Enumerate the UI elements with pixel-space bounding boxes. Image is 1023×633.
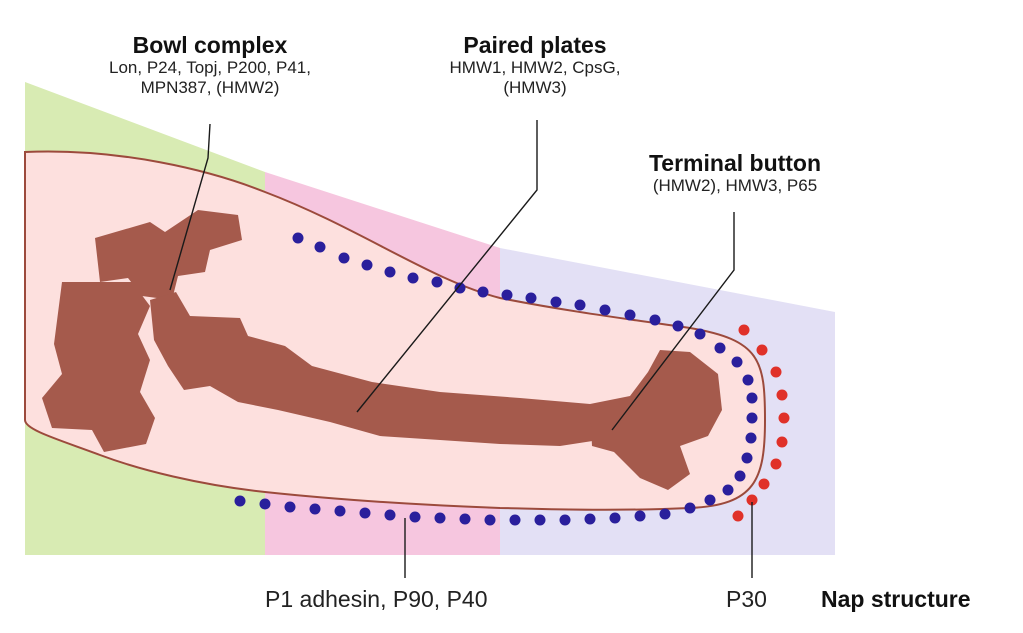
p1-adhesin-dot	[384, 266, 396, 278]
paired-plates-title: Paired plates	[463, 32, 607, 58]
p30-dot	[738, 324, 750, 336]
p1-adhesin-dot	[672, 320, 684, 332]
p1-adhesin-dot	[734, 470, 746, 482]
leader-bowl-complex	[169, 123, 211, 291]
p1-adhesin-dot	[624, 309, 636, 321]
p30-dot	[776, 389, 788, 401]
p1-adhesin-dot	[704, 494, 716, 506]
bowl-density-top	[95, 210, 242, 300]
p30-dots	[732, 324, 790, 522]
p1-adhesin-dot	[731, 356, 743, 368]
p1-adhesin-dot	[484, 514, 496, 526]
p1-adhesin-dot	[234, 495, 246, 507]
p1-adhesin-dot	[574, 299, 586, 311]
p1-adhesin-dot	[334, 505, 346, 517]
p1-adhesin-dot	[434, 512, 446, 524]
p30-dot	[746, 494, 758, 506]
bowl-complex-label: Bowl complex Lon, P24, Topj, P200, P41, …	[40, 32, 380, 98]
p30-dot	[770, 458, 782, 470]
p1-adhesin-dot	[746, 412, 758, 424]
electron-dense-core	[42, 210, 722, 490]
button-density-main	[590, 350, 722, 490]
p1-adhesin-dot	[649, 314, 661, 326]
p30-dot	[778, 412, 790, 424]
p1-adhesin-dot	[745, 432, 757, 444]
p1-adhesin-dot	[259, 498, 271, 510]
p30-dot	[732, 510, 744, 522]
bowl-complex-proteins-line1: Lon, P24, Topj, P200, P41,	[109, 58, 311, 78]
p1-adhesin-dot	[314, 241, 326, 253]
p1-adhesin-dot	[454, 282, 466, 294]
bowl-density-left	[42, 282, 155, 452]
p1-adhesin-dot	[746, 392, 758, 404]
leader-paired-plates	[356, 120, 538, 413]
bowl-complex-title: Bowl complex	[132, 32, 288, 58]
paired-plates-label: Paired plates HMW1, HMW2, CpsG, (HMW3)	[390, 32, 680, 98]
p1-adhesin-dot	[742, 374, 754, 386]
p1-adhesin-dot	[584, 513, 596, 525]
p30-dot	[770, 366, 782, 378]
p1-adhesin-label: P1 adhesin, P90, P40	[265, 586, 488, 612]
p1-adhesin-dot	[477, 286, 489, 298]
nap-structure-label: Nap structure	[821, 586, 971, 612]
p30-dot	[756, 344, 768, 356]
p1-adhesin-dot	[659, 508, 671, 520]
terminal-button-proteins: (HMW2), HMW3, P65	[652, 176, 818, 196]
p1-adhesin-dot	[361, 259, 373, 271]
p1-adhesin-dot	[509, 514, 521, 526]
p1-adhesin-dot	[550, 296, 562, 308]
p1-adhesin-dot	[407, 272, 419, 284]
p1-adhesin-dot	[459, 513, 471, 525]
p1-adhesin-dot	[384, 509, 396, 521]
p1-adhesin-dot	[431, 276, 443, 288]
leader-terminal-button	[611, 212, 735, 431]
p1-adhesin-dot	[525, 292, 537, 304]
p1-adhesin-dot	[741, 452, 753, 464]
terminal-button-title: Terminal button	[648, 150, 822, 176]
p1-adhesin-dot	[501, 289, 513, 301]
p30-label: P30	[726, 586, 767, 612]
p1-adhesin-dots	[234, 232, 758, 526]
p1-adhesin-dot	[609, 512, 621, 524]
terminal-button-label: Terminal button (HMW2), HMW3, P65	[610, 150, 860, 196]
p1-adhesin-dot	[534, 514, 546, 526]
p1-adhesin-dot	[694, 328, 706, 340]
p1-adhesin-dot	[409, 511, 421, 523]
p1-adhesin-dot	[684, 502, 696, 514]
p1-adhesin-dot	[284, 501, 296, 513]
p1-adhesin-dot	[559, 514, 571, 526]
p1-adhesin-dot	[359, 507, 371, 519]
p30-dot	[758, 478, 770, 490]
p1-adhesin-dot	[714, 342, 726, 354]
p1-adhesin-dot	[634, 510, 646, 522]
p30-dot	[776, 436, 788, 448]
bowl-complex-proteins-line2: MPN387, (HMW2)	[140, 77, 280, 97]
paired-plates-proteins-line2: (HMW3)	[503, 77, 567, 97]
p1-adhesin-dot	[599, 304, 611, 316]
p1-adhesin-dot	[338, 252, 350, 264]
p1-adhesin-dot	[309, 503, 321, 515]
paired-plates-proteins-line1: HMW1, HMW2, CpsG,	[449, 58, 621, 78]
p1-adhesin-dot	[722, 484, 734, 496]
plates-density	[150, 292, 618, 446]
p1-adhesin-dot	[292, 232, 304, 244]
